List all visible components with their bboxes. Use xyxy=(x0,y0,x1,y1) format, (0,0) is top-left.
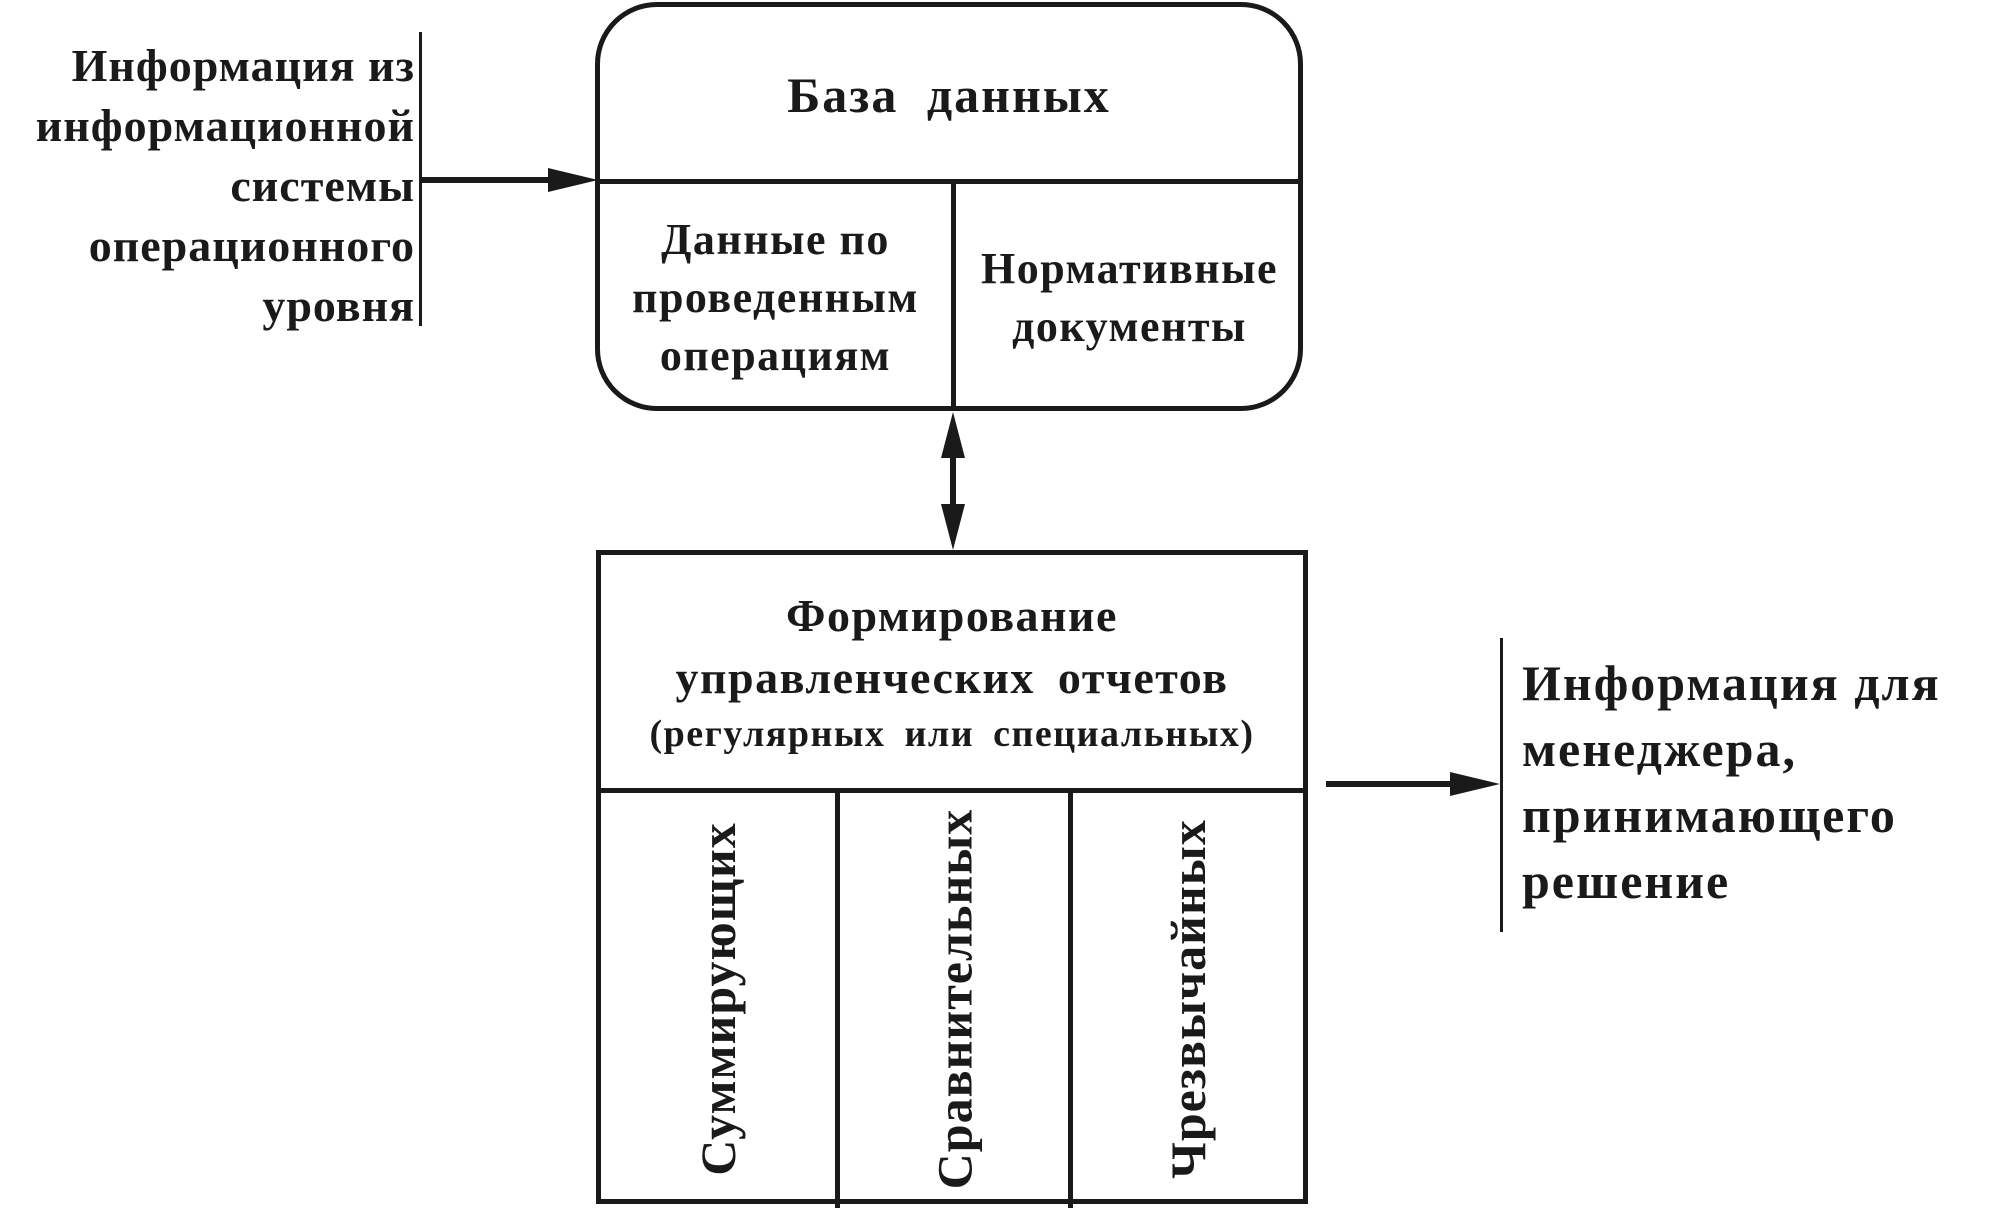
input-arrow-head xyxy=(548,168,598,192)
input-line: Информация из xyxy=(71,40,415,91)
output-line: принимающего xyxy=(1522,787,1897,843)
cell-line: Нормативные xyxy=(980,244,1279,293)
cell-line: Данные по xyxy=(661,215,890,264)
output-line: менеджера, xyxy=(1522,721,1797,777)
reports-title-line: Формирование xyxy=(786,589,1118,641)
reports-divider xyxy=(601,788,1303,793)
output-arrow-head xyxy=(1450,772,1500,796)
reports-title-line: управленческих отчетов xyxy=(675,651,1229,703)
input-line: уровня xyxy=(262,280,415,331)
input-line: операционного xyxy=(88,220,415,271)
reports-box: Формирование управленческих отчетов (рег… xyxy=(596,550,1308,1208)
database-column-divider xyxy=(951,179,956,406)
database-cell-normative: Нормативные документы xyxy=(956,184,1298,406)
link-arrow-head-up xyxy=(941,412,965,458)
reports-title: Формирование управленческих отчетов (рег… xyxy=(601,555,1303,788)
cell-line: документы xyxy=(1012,302,1247,351)
input-line: системы xyxy=(230,160,415,211)
input-source-label: Информация из информационной системы опе… xyxy=(0,36,415,336)
cell-line: операциям xyxy=(659,331,892,380)
cell-line: проведенным xyxy=(632,273,919,322)
reports-column-divider xyxy=(835,788,840,1208)
link-arrow-head-down xyxy=(941,504,965,550)
input-line: информационной xyxy=(35,100,415,151)
input-bracket-line xyxy=(419,32,422,326)
database-divider xyxy=(600,179,1298,184)
reports-column-divider xyxy=(1068,788,1073,1208)
database-cell-operations: Данные по проведенным операциям xyxy=(600,184,951,406)
database-box: База данных Данные по проведенным операц… xyxy=(595,2,1303,411)
output-line: Информация для xyxy=(1522,655,1941,711)
output-bracket-line xyxy=(1500,638,1503,932)
reports-title-subline: (регулярных или специальных) xyxy=(649,712,1255,755)
database-title: База данных xyxy=(787,67,1111,123)
output-target-label: Информация для менеджера, принимающего р… xyxy=(1522,650,1941,914)
output-line: решение xyxy=(1522,853,1731,909)
